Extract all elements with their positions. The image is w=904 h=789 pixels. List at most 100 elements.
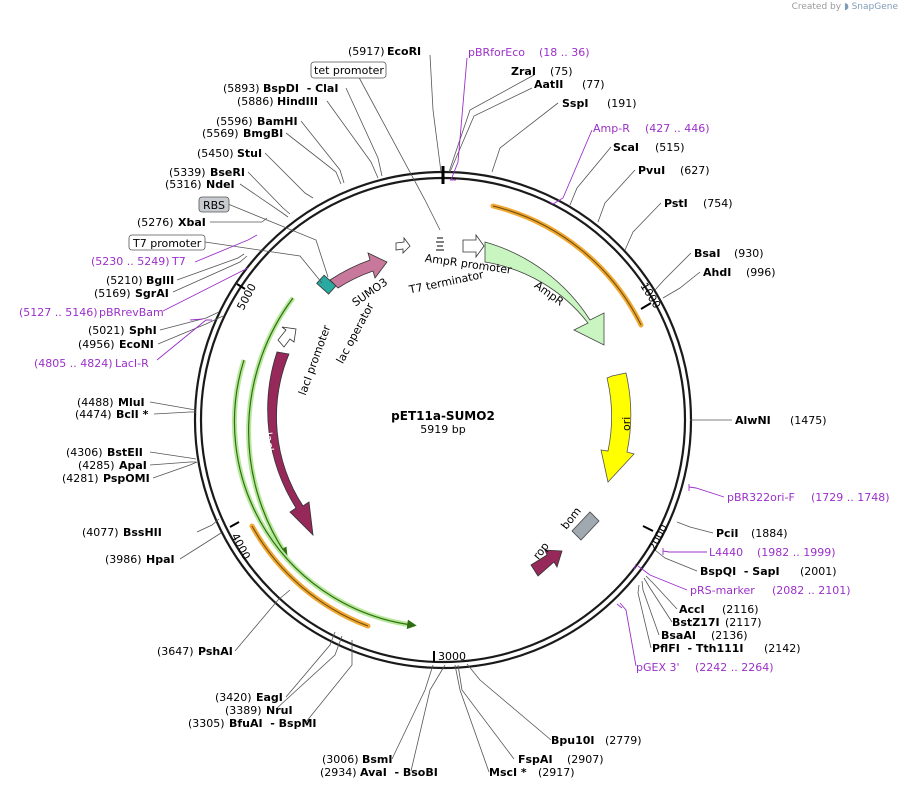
enzyme-site[interactable]: ZraI(75) xyxy=(511,65,573,78)
enzyme-pos: (4956) xyxy=(78,338,115,351)
enzyme-site[interactable]: BsaI (930) xyxy=(694,247,764,260)
enzyme-name: ApaI xyxy=(119,459,147,472)
credit-prefix: Created by xyxy=(791,2,842,12)
primer-site[interactable]: Amp-R(427 .. 446) xyxy=(593,122,710,135)
enzyme-site[interactable]: (4281)PspOMI xyxy=(62,472,150,485)
tick-label-2000: 2000 xyxy=(646,522,671,553)
enzyme-site[interactable]: SspI(191) xyxy=(562,97,637,110)
enzyme-site[interactable]: (5569)BmgBI xyxy=(202,127,283,140)
enzyme-site[interactable]: BspQI - SapI(2001) xyxy=(700,565,837,578)
enzyme-name: BsaI xyxy=(694,247,720,260)
enzyme-site[interactable]: AccI(2116) xyxy=(679,603,759,616)
enzyme-site[interactable]: (5316)NdeI xyxy=(165,178,235,191)
tick-label-3000: 3000 xyxy=(438,650,466,663)
enzyme-site[interactable]: (5021)SphI xyxy=(88,324,157,337)
enzyme-pos: (3305) xyxy=(188,717,225,730)
enzyme-pos: (754) xyxy=(703,197,733,210)
enzyme-pos: (3420) xyxy=(215,691,252,704)
enzyme-site[interactable]: AhdI(996) xyxy=(703,266,776,279)
enzyme-site[interactable]: (5917)EcoRI xyxy=(348,45,421,58)
enzyme-site[interactable]: (5596)BamHI xyxy=(216,115,298,128)
enzyme-site[interactable]: (5886)HindIII xyxy=(237,95,318,108)
enzyme-site[interactable]: PstI(754) xyxy=(664,197,733,210)
label-t7-terminator: T7 terminator xyxy=(407,268,485,297)
enzyme-site[interactable]: BsaAI (2136) xyxy=(661,629,748,642)
primer-site[interactable]: LacI-R(4805 .. 4824) xyxy=(34,357,149,370)
enzyme-name: HindIII xyxy=(277,95,318,108)
enzyme-pos: (5886) xyxy=(237,95,274,108)
primer-site[interactable]: pRS-marker(2082 .. 2101) xyxy=(690,584,851,597)
tet-promoter-label[interactable]: tet promoter xyxy=(310,61,387,79)
enzyme-site[interactable]: (5210)BglII xyxy=(106,274,174,287)
enzyme-pos: (3389) xyxy=(225,704,262,717)
enzyme-pos: (996) xyxy=(746,266,776,279)
enzyme-site[interactable]: Bpu10I(2779) xyxy=(551,734,642,747)
primer-site[interactable]: pGEX 3'(2242 .. 2264) xyxy=(636,661,774,674)
primer-name: Amp-R xyxy=(593,122,630,135)
primer-site[interactable]: pBRforEco(18 .. 36) xyxy=(468,46,590,59)
enzyme-site[interactable]: (5893)BspDI - ClaI xyxy=(223,82,338,95)
label-laci: lacI xyxy=(261,431,276,452)
enzyme-pos: (5917) xyxy=(348,45,385,58)
enzyme-site[interactable]: PflFI - Tth111I(2142) xyxy=(652,642,801,655)
enzyme-site[interactable]: PvuI(627) xyxy=(638,164,710,177)
enzyme-site[interactable]: FspAI(2907) xyxy=(518,753,604,766)
enzyme-site[interactable]: (4285)ApaI xyxy=(78,459,147,472)
plasmid-size: 5919 bp xyxy=(420,423,465,436)
enzyme-pos: (2136) xyxy=(711,629,748,642)
enzyme-name: SspI xyxy=(562,97,588,110)
enzyme-site[interactable]: MscI *(2917) xyxy=(489,766,575,779)
enzyme-site[interactable]: AatII(77) xyxy=(534,78,605,91)
enzyme-site[interactable]: (5450)StuI xyxy=(197,147,262,160)
enzyme-site[interactable]: (5339)BseRI xyxy=(169,166,245,179)
t7-promoter-label[interactable]: T7 promoter xyxy=(128,234,206,251)
snapgene-credit: Created by ◗ SnapGene xyxy=(792,2,898,12)
enzyme-site[interactable]: AlwNI(1475) xyxy=(735,414,827,427)
enzyme-site[interactable]: BstZ17I(2117) xyxy=(672,616,762,629)
primer-name: pRS-marker xyxy=(690,584,755,597)
enzyme-name: BsmI xyxy=(362,753,393,766)
enzyme-pos: (3006) xyxy=(322,753,359,766)
enzyme-site[interactable]: PciI(1884) xyxy=(716,527,788,540)
enzyme-name: PshAI xyxy=(198,645,233,658)
enzyme-site[interactable]: (4488)MluI xyxy=(77,396,145,409)
enzyme-site[interactable]: ScaI(515) xyxy=(613,141,685,154)
enzyme-name: EcoNI xyxy=(119,338,154,351)
enzyme-site[interactable]: (4956) EcoNI xyxy=(78,338,154,351)
primer-name: L4440 xyxy=(709,546,743,559)
boxed-label-text: T7 promoter xyxy=(132,237,202,250)
enzyme-pos: (1884) xyxy=(751,527,788,540)
enzyme-site[interactable]: (4077)BssHII xyxy=(82,526,162,539)
leader-lines xyxy=(149,54,732,773)
enzyme-site[interactable]: (4306)BstEII xyxy=(66,446,143,459)
enzyme-pos: (4281) xyxy=(62,472,99,485)
enzyme-pos: (2907) xyxy=(567,753,604,766)
enzyme-site[interactable]: (5276)XbaI xyxy=(137,216,206,229)
enzyme-site[interactable]: (3006)BsmI xyxy=(322,753,393,766)
primer-site[interactable]: pBRrevBam(5127 .. 5146) xyxy=(19,306,164,319)
enzyme-site[interactable]: (3420)EagI xyxy=(215,691,283,704)
enzyme-name: AatII xyxy=(534,78,563,91)
primer-name: T7 xyxy=(171,255,186,268)
rbs-label[interactable]: RBS xyxy=(198,196,230,213)
enzyme-site[interactable]: (3986)HpaI xyxy=(105,553,175,566)
lac-operator-block xyxy=(316,274,337,295)
ampr-region-arc-core xyxy=(492,205,642,326)
sumo3-feature-arrow xyxy=(329,252,388,289)
enzyme-site[interactable]: (3647)PshAI xyxy=(157,645,233,658)
enzyme-name: BsaAI xyxy=(661,629,696,642)
enzyme-pos: (930) xyxy=(734,247,764,260)
enzyme-site[interactable]: (5169)SgrAI xyxy=(94,287,169,300)
laci-promoter-arrow xyxy=(277,326,297,348)
enzyme-pos: (2116) xyxy=(722,603,759,616)
primer-site[interactable]: pBR322ori-F(1729 .. 1748) xyxy=(727,491,890,504)
primer-site[interactable]: T7(5230 .. 5249) xyxy=(91,255,186,268)
enzyme-site[interactable]: (2934)AvaI - BsoBI xyxy=(320,766,438,779)
enzyme-site[interactable]: (3389)NruI xyxy=(225,704,293,717)
enzyme-site[interactable]: (4474)BclI * xyxy=(75,408,149,421)
enzyme-name: BspQI - SapI xyxy=(700,565,780,578)
enzyme-site[interactable]: (3305)BfuAI - BspMI xyxy=(188,717,317,730)
primer-site[interactable]: L4440(1982 .. 1999) xyxy=(709,546,836,559)
primer-name: pBRforEco xyxy=(468,46,525,59)
